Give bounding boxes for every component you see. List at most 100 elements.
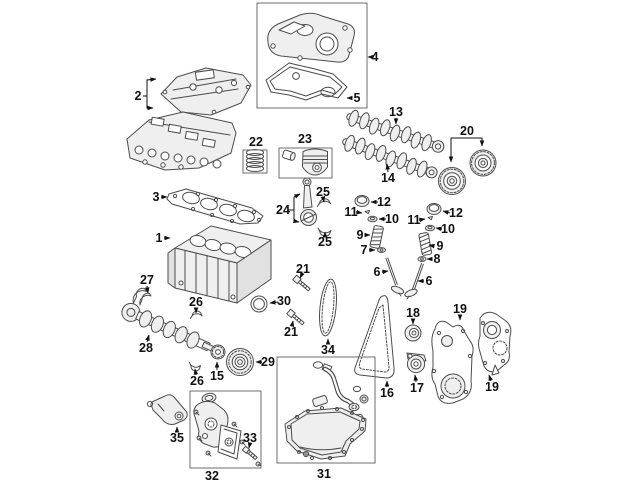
callout-3: 3 xyxy=(153,190,160,204)
callout-6: 6 xyxy=(426,274,433,288)
callout-25: 25 xyxy=(316,185,330,199)
engine-top-cover-drawing xyxy=(267,12,355,63)
leader-line-11 xyxy=(355,209,363,215)
leader-line-24 xyxy=(288,193,301,211)
idler-pulley-drawing xyxy=(404,324,422,342)
leader-line-12 xyxy=(442,210,451,215)
leader-line-30 xyxy=(269,300,279,305)
callout-12: 12 xyxy=(377,195,391,209)
leader-line-14 xyxy=(385,163,390,173)
engine-block-drawing xyxy=(167,225,272,304)
callout-11: 11 xyxy=(344,205,357,219)
callout-11: 11 xyxy=(407,213,420,227)
callout-15: 15 xyxy=(210,369,224,383)
leader-line-10 xyxy=(435,226,443,232)
leader-line-2 xyxy=(146,96,154,111)
oil-pan-drawing xyxy=(284,361,369,460)
leader-line-9 xyxy=(428,243,435,249)
bolt-drawing xyxy=(286,308,305,326)
valve-train-right-drawing xyxy=(404,203,442,300)
leader-line-27 xyxy=(144,285,150,294)
leader-line-21 xyxy=(299,271,305,279)
crankshaft-drawing xyxy=(121,302,219,354)
timing-cover-front-drawing xyxy=(431,320,474,404)
callout-13: 13 xyxy=(389,105,403,119)
callout-27: 27 xyxy=(140,273,154,287)
callout-24: 24 xyxy=(276,203,290,217)
leader-line-2 xyxy=(143,77,157,97)
callout-9: 9 xyxy=(357,228,364,242)
cover-gasket-drawing xyxy=(265,62,348,101)
leader-line-20 xyxy=(467,137,485,147)
callout-22: 22 xyxy=(249,135,263,149)
leader-line-25 xyxy=(320,196,326,203)
callout-5: 5 xyxy=(354,91,361,105)
callout-8: 8 xyxy=(434,252,441,266)
camshaft-intake-drawing xyxy=(342,134,438,179)
leader-line-20 xyxy=(448,137,467,163)
group-box-piston-group xyxy=(278,147,333,179)
callout-31: 31 xyxy=(317,467,331,480)
leader-line-33 xyxy=(247,442,253,449)
timing-chain-drawing xyxy=(319,278,337,337)
belt-tensioner-drawing xyxy=(406,352,427,374)
bolt-drawing xyxy=(241,445,262,467)
callout-34: 34 xyxy=(321,343,335,357)
piston-drawing xyxy=(282,148,328,176)
callout-6: 6 xyxy=(374,265,381,279)
cylinder-head-drawing xyxy=(126,111,237,171)
callout-19: 19 xyxy=(453,302,467,316)
callout-21: 21 xyxy=(284,325,298,339)
leader-line-11 xyxy=(418,217,426,223)
callout-7: 7 xyxy=(361,243,368,257)
front-seal-drawing xyxy=(250,295,268,313)
crank-sprocket-drawing xyxy=(210,344,226,360)
group-box-oil-pan-group xyxy=(276,356,376,464)
crank-pulley-drawing xyxy=(226,348,254,376)
group-box-oil-pump-group xyxy=(189,390,262,469)
callout-30: 30 xyxy=(277,294,291,308)
callout-23: 23 xyxy=(298,132,312,146)
leader-line-24 xyxy=(293,210,300,224)
oil-pump-drawing xyxy=(193,392,246,460)
leader-line-6 xyxy=(381,269,389,275)
connecting-rod-drawing xyxy=(300,177,317,226)
parts-layer xyxy=(121,12,512,467)
head-gasket-drawing xyxy=(166,188,264,225)
callout-35: 35 xyxy=(170,431,184,445)
rod-bearing-drawing xyxy=(317,198,332,237)
mount-bracket-drawing xyxy=(146,394,188,425)
callout-14: 14 xyxy=(381,171,395,185)
group-box-top-cover-group xyxy=(256,2,368,109)
leader-line-26 xyxy=(193,368,199,376)
callout-10: 10 xyxy=(441,222,455,236)
leader-line-28 xyxy=(145,334,150,343)
callout-26: 26 xyxy=(189,295,203,309)
callout-25: 25 xyxy=(318,235,332,249)
leader-line-19 xyxy=(488,374,493,382)
bolt-drawing xyxy=(292,274,311,292)
callout-12: 12 xyxy=(449,206,463,220)
camshaft-gears-drawing xyxy=(438,149,497,195)
valve-train-left-drawing xyxy=(354,195,405,297)
camshaft-exhaust-drawing xyxy=(346,109,445,153)
callout-21: 21 xyxy=(296,262,310,276)
valve-cover-drawing xyxy=(160,67,252,116)
callout-29: 29 xyxy=(261,355,275,369)
callout-9: 9 xyxy=(437,239,444,253)
leader-line-17 xyxy=(413,374,419,383)
main-bearing-drawing xyxy=(132,287,152,306)
callout-33: 33 xyxy=(243,431,257,445)
callout-4: 4 xyxy=(372,50,379,64)
group-boxes-layer xyxy=(189,2,376,469)
leader-line-21 xyxy=(289,320,295,327)
timing-cover-rear-drawing xyxy=(478,311,512,376)
callout-16: 16 xyxy=(380,386,394,400)
callout-17: 17 xyxy=(410,381,424,395)
callout-26: 26 xyxy=(190,374,204,388)
callout-2: 2 xyxy=(135,89,142,103)
callout-28: 28 xyxy=(139,341,153,355)
